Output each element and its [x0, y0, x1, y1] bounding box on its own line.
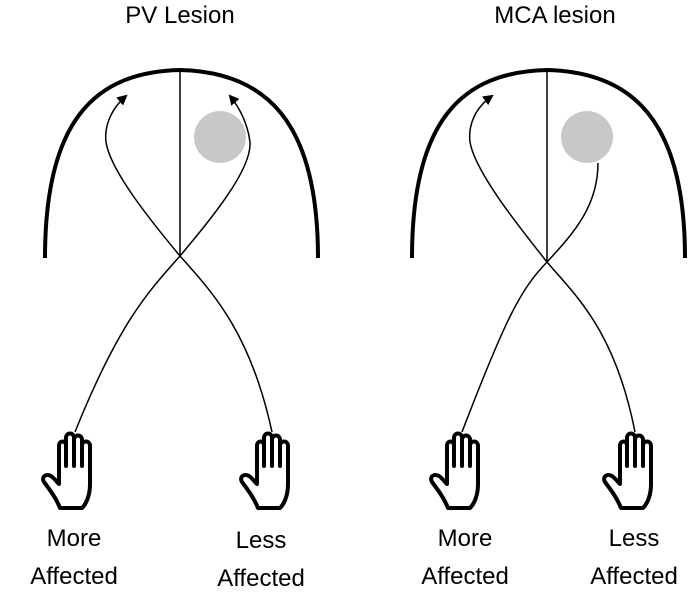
label-more-affected-pv: More Affected [0, 520, 154, 596]
label-less-affected-mca: Less Affected [554, 520, 692, 596]
label-line-2: Affected [421, 563, 509, 590]
hand-icon-more-affected [41, 431, 92, 510]
hand-icon-less-affected [602, 431, 653, 510]
pathway-less-affected [468, 94, 636, 433]
brain-outline [410, 67, 687, 259]
lesion-circle [194, 111, 246, 163]
label-more-affected-mca: More Affected [385, 520, 545, 596]
hand-icon-more-affected [429, 431, 480, 510]
label-line-1: More [437, 525, 493, 552]
panel-pv-lesion [41, 67, 320, 510]
label-line-1: Less [235, 527, 287, 554]
panel-title-mca: MCA lesion [494, 2, 616, 29]
label-less-affected-pv: Less Affected [181, 522, 341, 598]
panel-mca-lesion [410, 67, 687, 510]
pathway-more-affected [74, 94, 251, 433]
label-line-2: Affected [30, 563, 118, 590]
label-line-1: Less [608, 525, 660, 552]
label-line-1: More [46, 525, 102, 552]
brain-outline [43, 67, 320, 259]
lesion-circle [561, 111, 613, 163]
label-line-2: Affected [590, 563, 678, 590]
label-line-2: Affected [217, 565, 305, 592]
hand-icon-less-affected [239, 431, 290, 510]
pathway-more-affected [461, 162, 599, 433]
panel-title-pv: PV Lesion [125, 2, 235, 29]
pathway-less-affected [104, 94, 273, 433]
